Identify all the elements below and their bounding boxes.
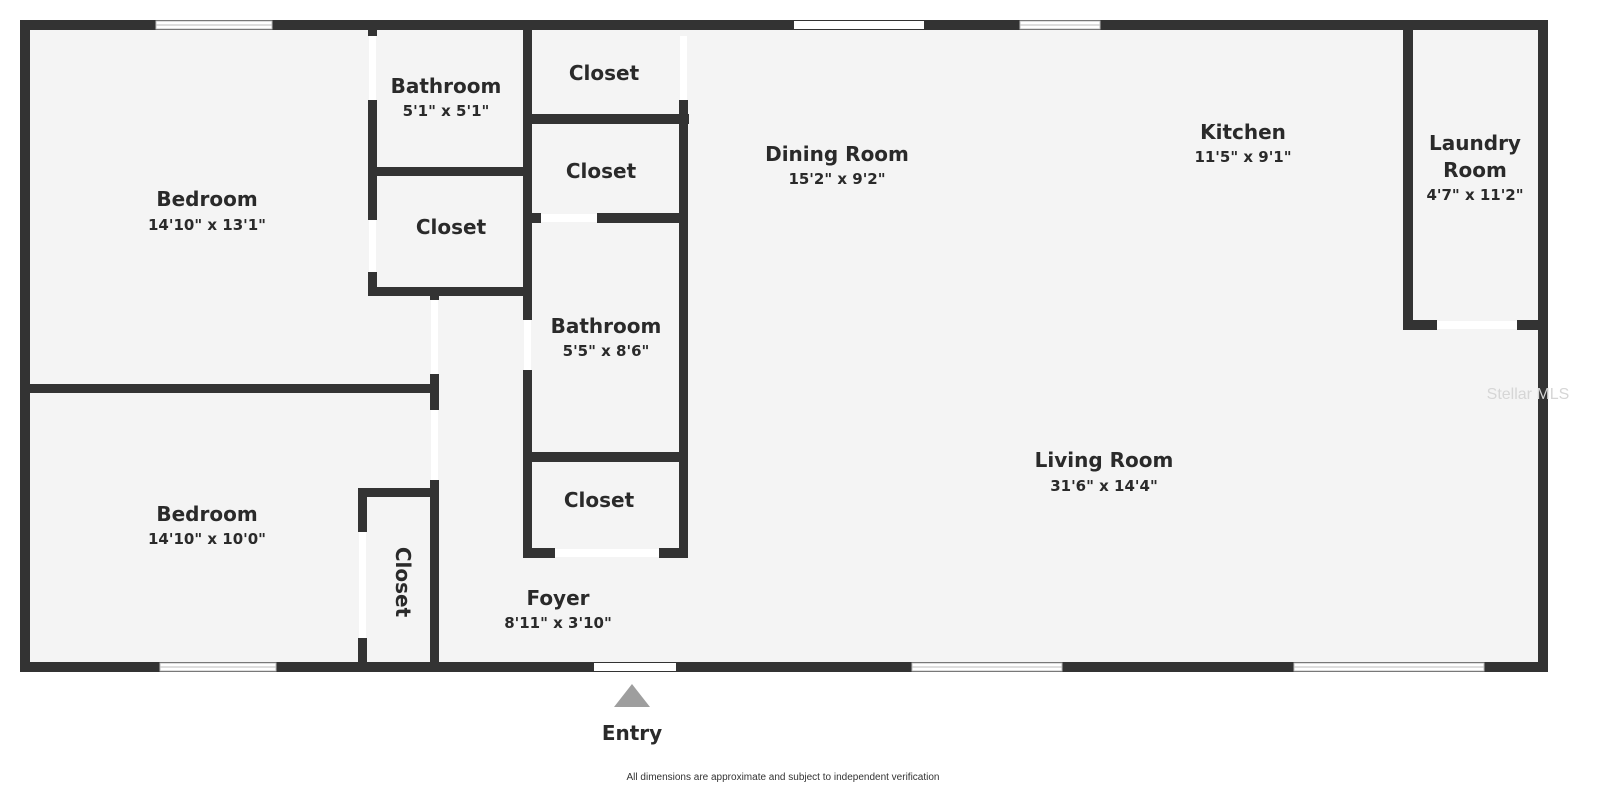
room-name-closet-3: Closet: [566, 159, 637, 183]
wall-closet2-west-bottom: [368, 272, 377, 296]
wall-bath1-bottom: [368, 167, 528, 176]
door-bedroom1: [431, 300, 438, 374]
wall-exterior-bottom: [20, 662, 1548, 672]
door-bath2: [524, 320, 531, 370]
disclaimer-footnote: All dimensions are approximate and subje…: [627, 772, 940, 783]
wall-bath1-west: [368, 100, 377, 220]
room-dims-bedroom-1: 14'10" x 13'1": [148, 216, 266, 234]
wall-closet3-bottom-left: [523, 213, 541, 223]
door-closet1: [680, 36, 687, 100]
room-name-closet-5: Closet: [391, 547, 415, 618]
wall-center-divider-lower: [523, 370, 532, 558]
room-name-closet-2: Closet: [416, 215, 487, 239]
door-closet2: [369, 220, 376, 272]
entry-arrow-icon: [614, 684, 650, 707]
wall-bedroom-divider: [24, 384, 438, 393]
room-name-bathroom-2: Bathroom: [551, 314, 662, 338]
floor-area: [24, 24, 1544, 668]
wall-bedroom2-east: [430, 480, 439, 668]
wall-exterior-left: [20, 20, 30, 672]
room-dims-bathroom-2: 5'5" x 8'6": [563, 342, 650, 360]
wall-closet2-bottom: [368, 287, 528, 296]
room-name-laundry-line1: Laundry: [1429, 131, 1521, 155]
door-closet5: [359, 532, 366, 638]
room-name-laundry-line2: Room: [1443, 158, 1507, 182]
room-dims-laundry-room: 4'7" x 11'2": [1426, 186, 1523, 204]
room-name-dining-room: Dining Room: [765, 142, 909, 166]
room-name-closet-1: Closet: [569, 61, 640, 85]
wall-closet1-bottom: [523, 114, 689, 124]
room-dims-bedroom-2: 14'10" x 10'0": [148, 530, 266, 548]
door-entry: [594, 663, 676, 671]
wall-closet1-east: [679, 100, 688, 124]
wall-exterior-right: [1538, 20, 1548, 672]
entry-label: Entry: [602, 721, 662, 745]
door-bedroom2: [431, 410, 438, 480]
wall-closet4-bottom-left: [523, 548, 555, 558]
room-dims-living-room: 31'6" x 14'4": [1050, 477, 1158, 495]
wall-closet3-east: [679, 114, 688, 558]
wall-closet4-bottom-right: [659, 548, 688, 558]
opening-top: [794, 21, 924, 29]
room-name-bedroom-2: Bedroom: [156, 502, 257, 526]
wall-laundry-bottom-left: [1403, 320, 1437, 330]
wall-closet5-west-bottom: [358, 638, 367, 668]
room-name-bedroom-1: Bedroom: [156, 187, 257, 211]
room-dims-foyer: 8'11" x 3'10": [504, 614, 612, 632]
wall-exterior-top: [20, 20, 1548, 30]
door-laundry: [1437, 321, 1517, 329]
room-dims-dining-room: 15'2" x 9'2": [788, 170, 885, 188]
room-name-kitchen: Kitchen: [1200, 120, 1286, 144]
door-closet3: [541, 214, 597, 222]
room-dims-kitchen: 11'5" x 9'1": [1194, 148, 1291, 166]
wall-bath2-bottom: [523, 452, 688, 462]
room-name-closet-4: Closet: [564, 488, 635, 512]
wall-closet5-top: [358, 488, 438, 497]
room-name-living-room: Living Room: [1035, 448, 1174, 472]
door-bath1: [369, 36, 376, 100]
wall-center-divider: [523, 24, 532, 320]
wall-closet3-bottom-right: [597, 213, 688, 223]
wall-laundry-west: [1403, 24, 1413, 330]
wall-laundry-bottom-right: [1517, 320, 1543, 330]
windows: [155, 20, 1485, 672]
watermark-logo-text: Stellar MLS: [1487, 386, 1570, 403]
wall-closet5-west-top: [358, 488, 367, 532]
room-name-foyer: Foyer: [526, 586, 589, 610]
wall-bedroom1-east-lower: [430, 374, 439, 410]
doors: [359, 21, 1517, 671]
door-closet4: [555, 549, 659, 557]
walls: [20, 20, 1548, 672]
room-name-bathroom-1: Bathroom: [391, 74, 502, 98]
room-dims-bathroom-1: 5'1" x 5'1": [403, 102, 490, 120]
wall-bath1-west-top: [368, 24, 377, 36]
